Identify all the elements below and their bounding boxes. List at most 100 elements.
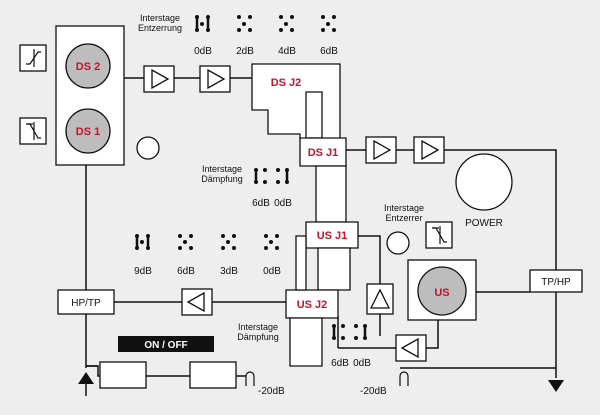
jumper-pin[interactable] (290, 28, 294, 32)
jumper-pin[interactable] (237, 15, 241, 19)
jumper-pin[interactable] (232, 246, 236, 250)
interstage-bottom-line1: Interstage (238, 322, 278, 332)
ds1-knob[interactable] (65, 108, 111, 154)
jumper-pin[interactable] (264, 234, 268, 238)
jumper-pin[interactable] (332, 15, 336, 19)
setting-mid-0: 6dB (252, 198, 270, 209)
tp-hp-filter (529, 269, 583, 293)
setting-us-1: 6dB (177, 266, 195, 277)
ds-j2-label: DS J2 (271, 77, 302, 89)
signal-path (251, 63, 359, 367)
on-off-switch[interactable] (118, 336, 214, 352)
jumper-group-daempfung[interactable] (254, 168, 289, 184)
jumper-pin[interactable] (248, 15, 252, 19)
ds2-knob[interactable] (65, 43, 111, 89)
ds1-label: DS 1 (76, 126, 100, 138)
jumper-pin[interactable] (290, 15, 294, 19)
amplifier-triangle-icon (181, 288, 213, 316)
jumper-pin[interactable] (321, 28, 325, 32)
jumper-pin[interactable] (263, 180, 267, 184)
jumper-pin[interactable] (140, 240, 144, 244)
jumper-pin[interactable] (200, 22, 204, 26)
slope-down-icon (425, 221, 453, 249)
jumper-pin[interactable] (221, 246, 225, 250)
setting-top-2: 4dB (278, 46, 296, 57)
jumper-pin[interactable] (341, 324, 345, 328)
interstage-mid-line1: Interstage (202, 164, 242, 174)
ds-j2-block (251, 63, 341, 141)
hp-tp-label: HP/TP (71, 298, 101, 309)
jumper-pin[interactable] (189, 234, 193, 238)
setting-top-3: 6dB (320, 46, 338, 57)
jumper-pin[interactable] (354, 336, 358, 340)
jumper-pin[interactable] (226, 240, 230, 244)
interstage-right-line1: Interstage (384, 203, 424, 213)
amplifier-triangle-icon (366, 283, 394, 315)
setting-bottom-1: 0dB (353, 358, 371, 369)
on-off-label: ON / OFF (144, 340, 187, 351)
interstage-mid-line2: Dämpfung (201, 174, 243, 184)
jumper-pin[interactable] (248, 28, 252, 32)
setting-top-1: 2dB (236, 46, 254, 57)
interstage-top-line1: Interstage (140, 13, 180, 23)
jumper-pin[interactable] (189, 246, 193, 250)
power-label: POWER (465, 218, 503, 229)
jumper-pin[interactable] (237, 28, 241, 32)
amplifier-triangle-icon (365, 136, 397, 164)
jumper-group-entzerrung[interactable] (195, 15, 336, 32)
interstage-top-line2: Entzerrung (138, 23, 182, 33)
test-point-circle[interactable] (386, 231, 410, 255)
jumper-pin[interactable] (354, 324, 358, 328)
test-socket-left[interactable] (245, 371, 255, 386)
minus20-left-label: -20dB (258, 386, 285, 397)
amplifier-triangle-icon (395, 334, 427, 362)
jumper-group-daempfung-bottom[interactable] (332, 324, 367, 340)
jumper-pin[interactable] (279, 15, 283, 19)
jumper-pin[interactable] (332, 28, 336, 32)
jumper-pin[interactable] (276, 180, 280, 184)
slope-down-icon (19, 117, 47, 145)
amplifier-triangle-icon (199, 65, 231, 93)
jumper-pin[interactable] (275, 246, 279, 250)
setting-mid-1: 0dB (274, 198, 292, 209)
setting-us-0: 9dB (134, 266, 152, 277)
setting-us-3: 0dB (263, 266, 281, 277)
jumper-pin[interactable] (232, 234, 236, 238)
ds-j1-label: DS J1 (308, 147, 339, 159)
setting-us-2: 3dB (220, 266, 238, 277)
jumper-pin[interactable] (279, 28, 283, 32)
ds2-label: DS 2 (76, 61, 100, 73)
attenuator-left (99, 361, 147, 389)
jumper-pin[interactable] (178, 246, 182, 250)
setting-bottom-0: 6dB (331, 358, 349, 369)
interstage-right-line2: Entzerrer (385, 213, 422, 223)
jumper-pin[interactable] (269, 240, 273, 244)
test-socket-right[interactable] (399, 371, 409, 386)
amplifier-triangle-icon (143, 65, 175, 93)
jumper-pin[interactable] (284, 22, 288, 26)
minus20-right-label: -20dB (360, 386, 387, 397)
jumper-pin[interactable] (276, 168, 280, 172)
hp-tp-filter (57, 289, 115, 315)
jumper-pin[interactable] (183, 240, 187, 244)
jumper-pin[interactable] (263, 168, 267, 172)
jumper-pin[interactable] (326, 22, 330, 26)
jumper-pin[interactable] (242, 22, 246, 26)
jumper-group-us[interactable] (135, 234, 279, 250)
jumper-pin[interactable] (264, 246, 268, 250)
jumper-pin[interactable] (321, 15, 325, 19)
amplifier-triangle-icon (413, 136, 445, 164)
us-j1-label: US J1 (317, 230, 348, 242)
ground-arrow-icon (78, 372, 94, 384)
jumper-pin[interactable] (275, 234, 279, 238)
us-knob[interactable] (417, 266, 467, 316)
test-point-circle[interactable] (136, 136, 160, 160)
jumper-pin[interactable] (341, 336, 345, 340)
wires (85, 77, 557, 377)
us-label: US (434, 287, 449, 299)
jumper-pin[interactable] (221, 234, 225, 238)
setting-top-0: 0dB (194, 46, 212, 57)
jumper-pin[interactable] (178, 234, 182, 238)
